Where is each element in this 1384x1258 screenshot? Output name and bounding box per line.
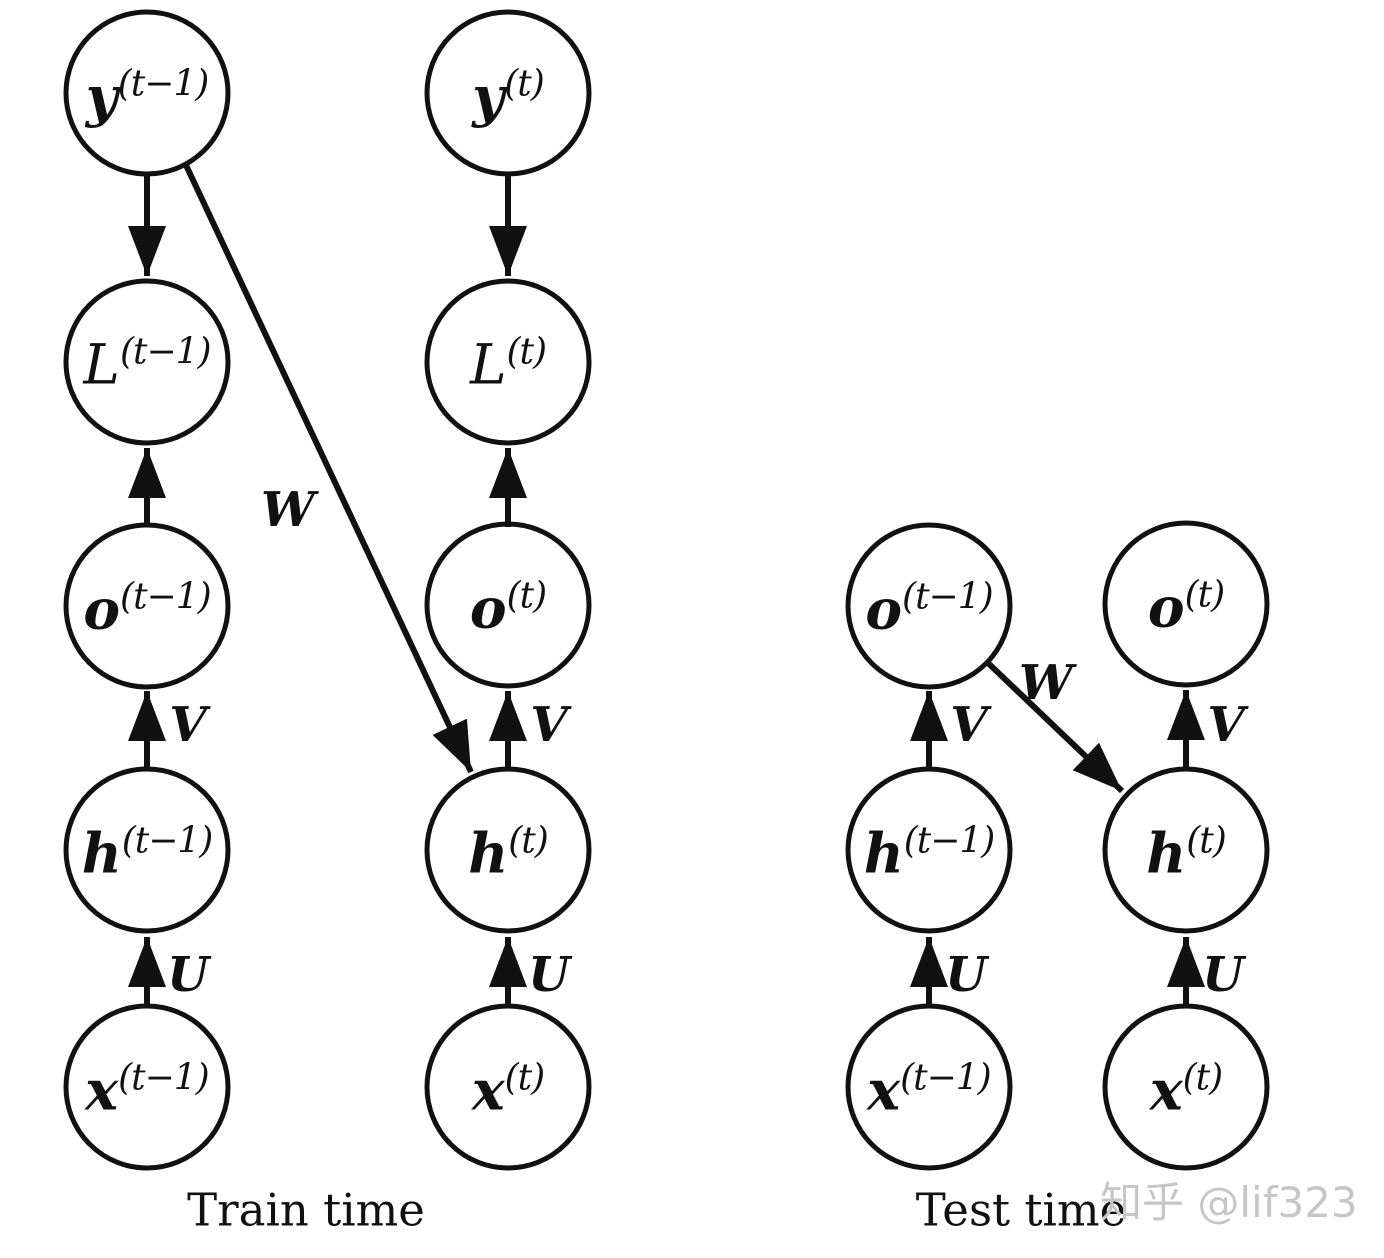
edge-train-W-y-tm1-to-h-t — [182, 161, 474, 774]
test-node-o-t-label: o(t) — [1148, 577, 1225, 635]
node-label-sup: (t−1) — [902, 576, 994, 618]
train-edge-label-V-tm1: V — [169, 697, 207, 753]
node-label-base: L — [83, 332, 120, 397]
node-label-base: L — [469, 332, 507, 397]
train-node-y-tm1-label: y(t−1) — [86, 66, 210, 124]
node-label-base: x — [471, 1057, 505, 1123]
node-label-base: y — [85, 63, 118, 129]
test-node-h-tm1-label: h(t−1) — [864, 823, 996, 881]
train-node-L-t-circle — [424, 278, 592, 446]
node-label-sup: (t−1) — [903, 820, 996, 862]
train-edge-label-U-t: U — [528, 947, 570, 1003]
test-edge-label-W: W — [1019, 655, 1073, 711]
node-label-sup: (t) — [506, 575, 548, 617]
node-label-sup: (t−1) — [900, 1057, 992, 1099]
node-label-base: y — [472, 63, 505, 129]
node-label-sup: (t−1) — [120, 576, 212, 618]
train-node-x-t-label: x(t) — [472, 1060, 545, 1118]
train-node-L-t-label: L(t) — [470, 334, 547, 393]
test-edge-label-U-tm1: U — [945, 947, 987, 1003]
node-label-base: h — [1146, 820, 1187, 886]
node-label-sup: (t) — [1184, 574, 1226, 616]
test-caption: Test time — [915, 1183, 1127, 1237]
node-label-base: o — [1147, 574, 1185, 640]
train-caption: Train time — [187, 1183, 425, 1237]
node-label-base: o — [469, 575, 507, 641]
train-node-h-tm1-label: h(t−1) — [82, 823, 214, 881]
test-node-x-tm1-label: x(t−1) — [867, 1060, 991, 1118]
train-edge-label-U-tm1: U — [167, 947, 209, 1003]
node-label-sup: (t−1) — [119, 331, 212, 373]
node-label-sup: (t−1) — [118, 1057, 210, 1099]
node-label-base: h — [863, 820, 904, 886]
train-node-h-t-label: h(t) — [468, 823, 549, 881]
node-label-sup: (t−1) — [117, 63, 210, 105]
watermark: 知乎 @lif323 — [1100, 1178, 1358, 1227]
node-label-base: h — [468, 820, 509, 886]
test-node-o-tm1-label: o(t−1) — [865, 579, 993, 637]
test-node-h-t-label: h(t) — [1146, 823, 1227, 881]
node-label-sup: (t) — [508, 820, 549, 862]
train-node-L-tm1-circle — [63, 278, 231, 446]
train-node-x-tm1-label: x(t−1) — [85, 1060, 209, 1118]
test-edge-label-U-t: U — [1202, 947, 1244, 1003]
train-node-L-tm1-label: L(t−1) — [83, 334, 211, 393]
node-label-sup: (t) — [506, 331, 547, 373]
node-label-sup: (t−1) — [121, 820, 214, 862]
node-label-base: x — [85, 1057, 119, 1123]
train-node-o-tm1-label: o(t−1) — [83, 579, 211, 637]
train-edge-label-V-t: V — [530, 697, 568, 753]
node-label-sup: (t) — [504, 1057, 546, 1099]
test-edge-label-V-tm1: V — [950, 697, 988, 753]
node-label-base: x — [1149, 1057, 1183, 1123]
node-label-base: x — [867, 1057, 901, 1123]
node-label-base: o — [865, 576, 903, 642]
train-node-y-t-label: y(t) — [472, 66, 545, 124]
node-label-base: h — [81, 820, 122, 886]
train-edge-label-W: W — [261, 482, 315, 538]
node-label-sup: (t) — [1186, 820, 1227, 862]
train-node-o-t-label: o(t) — [470, 578, 547, 636]
test-node-x-t-label: x(t) — [1150, 1060, 1223, 1118]
test-edge-label-V-t: V — [1207, 697, 1245, 753]
test-node-o-t-circle — [1102, 520, 1270, 688]
node-label-base: o — [83, 576, 121, 642]
node-label-sup: (t) — [1182, 1057, 1224, 1099]
edge-test-W-o-tm1-to-h-t — [984, 659, 1125, 794]
node-label-sup: (t) — [504, 63, 545, 105]
test-node-o-tm1-circle — [845, 522, 1013, 690]
